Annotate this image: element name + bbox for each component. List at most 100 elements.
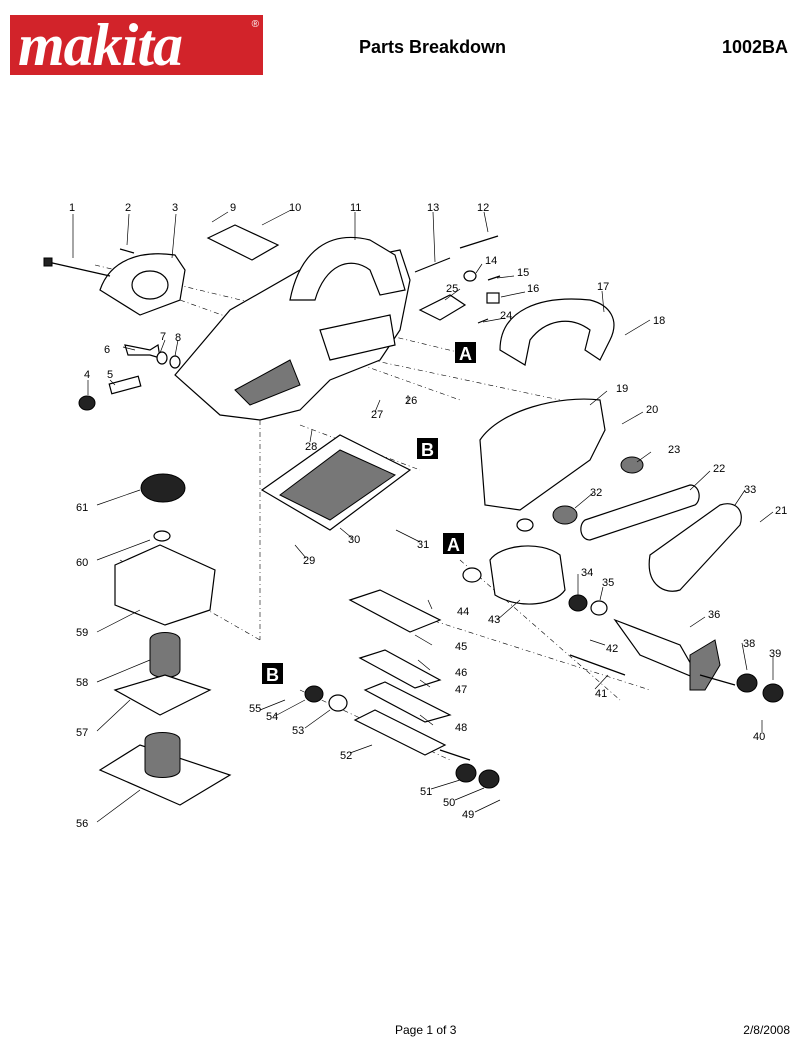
- callout-56: 56: [76, 818, 88, 830]
- pulleys: [552, 456, 644, 525]
- callout-57: 57: [76, 727, 88, 739]
- bolt-1: [43, 257, 111, 277]
- callout-41: 41: [595, 688, 607, 700]
- callout-58: 58: [76, 677, 88, 689]
- callout-24: 24: [500, 310, 512, 322]
- bearings-drum: [304, 685, 500, 789]
- callout-55: 55: [249, 703, 261, 715]
- callout-9: 9: [230, 202, 236, 214]
- callout-33: 33: [744, 484, 756, 496]
- callout-30: 30: [348, 534, 360, 546]
- callout-48: 48: [455, 722, 467, 734]
- callout-36: 36: [708, 609, 720, 621]
- callout-53: 53: [292, 725, 304, 737]
- callout-22: 22: [713, 463, 725, 475]
- logo-wordmark: makita: [18, 15, 183, 75]
- page-header: makita ® Parts Breakdown 1002BA: [0, 0, 808, 90]
- section-marker-a-mid: A: [443, 533, 464, 555]
- callout-18: 18: [653, 315, 665, 327]
- leader-lines: [72, 209, 774, 823]
- brush-parts: [414, 235, 501, 324]
- depth-adjust-stack: [98, 473, 232, 806]
- callout-35: 35: [602, 577, 614, 589]
- section-marker-b-mid: B: [262, 663, 283, 685]
- callout-3: 3: [172, 202, 178, 214]
- callout-labels: 1 2 3 4 5 6 7 8 9 10 11 12 13 14 15 16 1…: [69, 202, 787, 830]
- belt-cover-33: [648, 503, 742, 592]
- armature-36: [613, 618, 736, 691]
- callout-39: 39: [769, 648, 781, 660]
- drum-52: [353, 709, 471, 761]
- callout-45: 45: [455, 641, 467, 653]
- callout-54: 54: [266, 711, 278, 723]
- callout-38: 38: [743, 638, 755, 650]
- handle-17: [499, 298, 615, 366]
- callout-1: 1: [69, 202, 75, 214]
- callout-14: 14: [485, 255, 497, 267]
- main-housing: [174, 236, 411, 421]
- callout-26: 26: [405, 395, 417, 407]
- callout-52: 52: [340, 750, 352, 762]
- page-indicator: Page 1 of 3: [395, 1023, 457, 1037]
- base-plate-30: [260, 434, 412, 531]
- callout-13: 13: [427, 202, 439, 214]
- makita-logo: makita ®: [10, 15, 263, 75]
- callout-19: 19: [616, 383, 628, 395]
- svg-text:A: A: [459, 344, 472, 364]
- callout-25: 25: [446, 283, 458, 295]
- rear-cover-19: [479, 398, 606, 511]
- plate-10: [206, 224, 280, 261]
- callout-50: 50: [443, 797, 455, 809]
- drive-belt-22: [580, 484, 700, 541]
- callout-6: 6: [104, 344, 110, 356]
- page-title: Parts Breakdown: [359, 37, 507, 57]
- callout-49: 49: [462, 809, 474, 821]
- svg-text:B: B: [266, 665, 279, 685]
- callout-10: 10: [289, 202, 301, 214]
- registered-mark: ®: [251, 19, 259, 30]
- callout-8: 8: [175, 332, 181, 344]
- callout-21: 21: [775, 505, 787, 517]
- callout-23: 23: [668, 444, 680, 456]
- callout-42: 42: [606, 643, 618, 655]
- model-number: 1002BA: [721, 37, 788, 57]
- svg-text:A: A: [447, 535, 460, 555]
- callout-40: 40: [753, 731, 765, 743]
- callout-17: 17: [597, 281, 609, 293]
- field-43: [462, 518, 566, 605]
- callout-47: 47: [455, 684, 467, 696]
- callout-27: 27: [371, 409, 383, 421]
- callout-20: 20: [646, 404, 658, 416]
- blade-parts: [348, 589, 452, 723]
- callout-44: 44: [457, 606, 469, 618]
- callout-46: 46: [455, 667, 467, 679]
- callout-29: 29: [303, 555, 315, 567]
- callout-16: 16: [527, 283, 539, 295]
- section-marker-b-top: B: [417, 438, 438, 460]
- callout-60: 60: [76, 557, 88, 569]
- front-cover: [99, 253, 186, 316]
- callout-11: 11: [350, 202, 361, 214]
- callout-15: 15: [517, 267, 529, 279]
- callout-7: 7: [160, 331, 166, 343]
- document-date: 2/8/2008: [743, 1023, 790, 1037]
- callout-32: 32: [590, 487, 602, 499]
- callout-51: 51: [420, 786, 432, 798]
- callout-28: 28: [305, 441, 317, 453]
- callout-34: 34: [581, 567, 593, 579]
- svg-text:B: B: [421, 440, 434, 460]
- callout-2: 2: [125, 202, 131, 214]
- callout-59: 59: [76, 627, 88, 639]
- screw-2: [119, 248, 135, 254]
- small-parts-left: [78, 344, 181, 411]
- callout-43: 43: [488, 614, 500, 626]
- callout-61: 61: [76, 502, 88, 514]
- callout-5: 5: [107, 369, 113, 381]
- callout-12: 12: [477, 202, 489, 214]
- section-marker-a-top: A: [455, 342, 476, 364]
- bolt-41: [569, 654, 626, 676]
- bearings-right: [568, 594, 784, 703]
- callout-31: 31: [417, 539, 429, 551]
- callout-4: 4: [84, 369, 90, 381]
